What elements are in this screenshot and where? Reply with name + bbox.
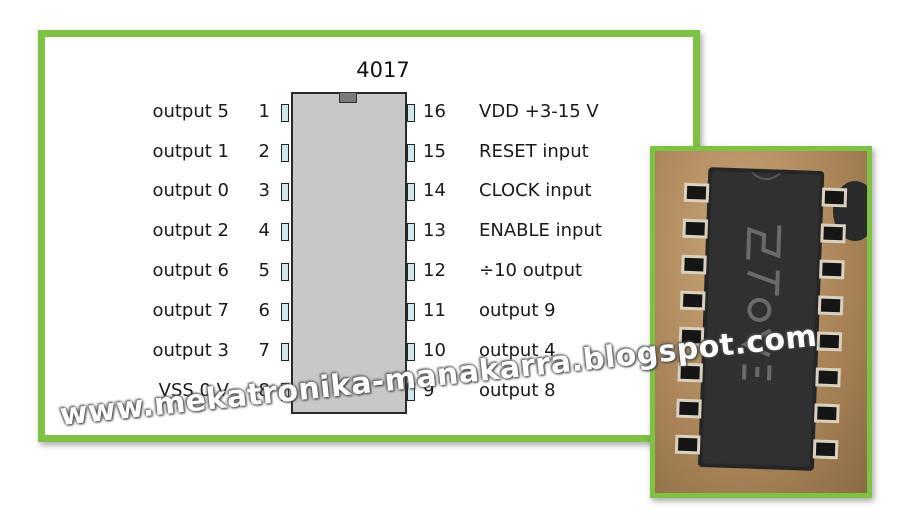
pin-number-12: 12: [423, 260, 446, 281]
photo-engraving: [740, 225, 782, 381]
pin-number-6: 6: [258, 300, 270, 321]
pin-label-6: output 7: [152, 300, 229, 321]
pin-label-5: output 6: [152, 260, 229, 281]
pin-15: [407, 144, 415, 162]
pin-number-9: 9: [423, 380, 435, 401]
pin-label-8: VSS 0 V: [158, 380, 229, 401]
pin-9: [407, 383, 415, 401]
pin-number-7: 7: [258, 340, 270, 361]
pin-7: [281, 343, 289, 361]
pin-label-15: RESET input: [479, 141, 589, 162]
pin-label-4: output 2: [152, 220, 229, 241]
pin-number-15: 15: [423, 141, 446, 162]
pin-number-11: 11: [423, 300, 446, 321]
pin-4: [281, 223, 289, 241]
pin-number-14: 14: [423, 180, 446, 201]
chip-photo: [650, 146, 872, 498]
pin-14: [407, 183, 415, 201]
pin-label-9: output 8: [479, 380, 556, 401]
pin-label-2: output 1: [152, 141, 229, 162]
ic-body: [291, 92, 407, 414]
pin-11: [407, 303, 415, 321]
pin-label-7: output 3: [152, 340, 229, 361]
pin-label-10: output 4: [479, 340, 556, 361]
pin-number-2: 2: [258, 141, 270, 162]
pin-number-16: 16: [423, 101, 446, 122]
chip-photo-illustration: [674, 167, 867, 471]
pin-number-10: 10: [423, 340, 446, 361]
pin-3: [281, 183, 289, 201]
pin-number-1: 1: [258, 101, 270, 122]
ic-notch: [339, 92, 357, 103]
pin-6: [281, 303, 289, 321]
pin-number-8: 8: [258, 380, 270, 401]
pin-10: [407, 343, 415, 361]
pin-5: [281, 263, 289, 281]
photo-right-legs: [812, 187, 848, 460]
pin-16: [407, 104, 415, 122]
pin-12: [407, 263, 415, 281]
pinout-diagram-panel: 4017 output 5 1 output 1 2 output 0 3 ou…: [38, 30, 700, 442]
pin-8: [281, 383, 289, 401]
pin-1: [281, 104, 289, 122]
pin-label-16: VDD +3-15 V: [479, 101, 599, 122]
pin-label-1: output 5: [152, 101, 229, 122]
pin-number-3: 3: [258, 180, 270, 201]
photo-left-legs: [674, 182, 710, 455]
pin-label-3: output 0: [152, 180, 229, 201]
pin-label-13: ENABLE input: [479, 220, 602, 241]
chip-part-number: 4017: [356, 58, 410, 82]
pin-label-14: CLOCK input: [479, 180, 592, 201]
pin-2: [281, 144, 289, 162]
pin-number-13: 13: [423, 220, 446, 241]
pin-label-11: output 9: [479, 300, 556, 321]
pin-label-12: ÷10 output: [479, 260, 583, 281]
pin-13: [407, 223, 415, 241]
pin-number-4: 4: [258, 220, 270, 241]
pin-number-5: 5: [258, 260, 270, 281]
